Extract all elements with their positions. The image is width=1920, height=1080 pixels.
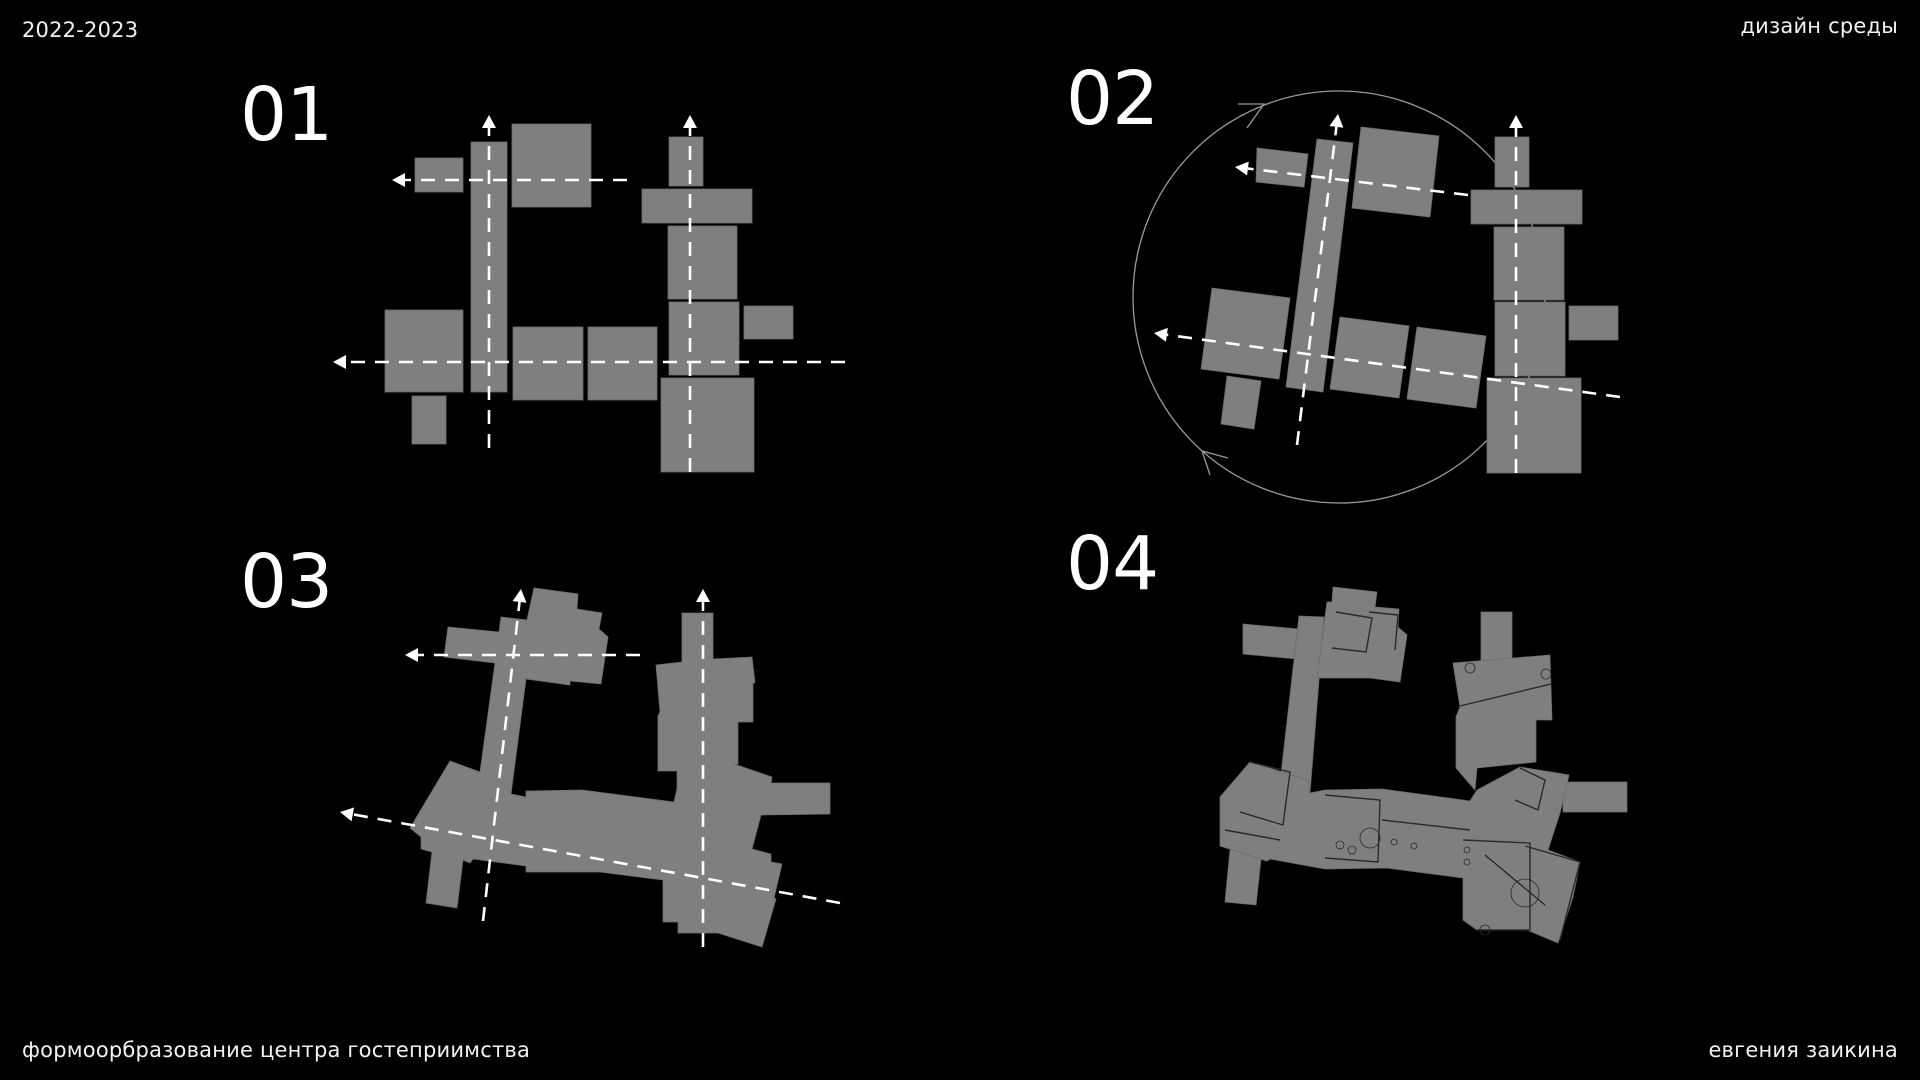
plan-wall-line [1381,819,1471,831]
building-volume [1255,147,1309,188]
building-volume [1219,761,1581,944]
arrowhead-icon [1154,327,1168,342]
diagram-02-rotation [1132,90,1621,504]
building-volume [668,301,740,376]
rotation-arrow-icon [1201,450,1229,476]
panel-label-01: 01 [240,72,333,158]
building-volume [1220,375,1262,430]
plan-wall-line [1368,611,1399,651]
plan-wall-line [1239,761,1291,826]
building-volume [667,225,738,300]
plan-furniture [1510,878,1540,908]
building-volume [668,136,704,187]
movement-axis [352,813,841,905]
panel-label-04: 04 [1066,521,1159,607]
plan-wall-line [1224,829,1281,841]
building-volume [587,326,658,401]
arrowhead-icon [1235,161,1249,176]
panel-label-03: 03 [240,539,333,625]
plan-furniture [1479,924,1491,936]
building-volume [384,309,464,393]
diagram-04-floor-plan [1219,586,1628,944]
building-volume [414,157,464,193]
plan-furniture [1410,842,1418,850]
arrowhead-icon [392,173,405,187]
building-volume [1493,226,1565,301]
building-volume [409,587,831,948]
building-volume [1480,611,1513,662]
building-volume [1470,189,1583,225]
plan-wall-line [1462,839,1531,931]
movement-axis [1166,333,1621,399]
arrowhead-icon [1509,115,1523,128]
building-volume [1316,586,1408,683]
plan-furniture [1347,845,1357,855]
arrowhead-icon [482,115,496,128]
plan-wall-line [1484,854,1546,906]
building-volume [1242,623,1299,660]
arrowhead-icon [333,355,346,369]
building-volume [641,188,753,224]
year-range: 2022-2023 [22,18,139,42]
building-volume [411,395,447,445]
movement-axis [1247,167,1469,197]
building-volume [1568,305,1619,341]
plan-furniture [1464,662,1476,674]
arrowhead-icon [683,115,697,128]
discipline-label: дизайн среды [1740,14,1898,38]
building-volume [1562,781,1628,813]
building-volume [1351,126,1440,218]
author-name: евгения заикина [1708,1038,1898,1062]
plan-wall-line [1459,683,1552,707]
plan-furniture [1359,827,1381,849]
building-volume [1406,326,1487,409]
plan-furniture [1463,858,1471,866]
movement-axis [1295,126,1338,446]
project-title: формоорбразование центра гостеприимства [22,1038,531,1062]
plan-furniture [1335,840,1345,850]
building-volume [743,305,794,340]
building-volume [1494,301,1566,377]
panel-label-02: 02 [1066,56,1159,142]
plan-furniture [1540,668,1552,680]
arrowhead-icon [405,648,418,662]
building-volume [1329,316,1410,399]
building-volume [1452,654,1553,791]
plan-furniture [1463,846,1471,854]
arrowhead-icon [512,589,527,603]
plan-wall-line [1524,845,1581,941]
building-volume [1200,287,1291,380]
plan-wall-line [1324,794,1381,863]
building-volume [1224,849,1263,906]
building-volume [1486,377,1582,474]
arrowhead-icon [1329,114,1344,128]
rotation-arrow-icon [1238,103,1266,129]
arrowhead-icon [340,807,355,822]
building-volume [660,377,755,473]
diagram-03-merged-massing [340,587,841,948]
building-volume [1494,136,1530,188]
building-volume [511,123,592,208]
plan-wall-line [1514,767,1546,811]
diagram-01-orthogonal-volumes [333,115,845,473]
arrowhead-icon [696,589,710,602]
building-volume [512,326,584,401]
plan-wall-line [1331,611,1373,653]
plan-furniture [1390,838,1398,846]
